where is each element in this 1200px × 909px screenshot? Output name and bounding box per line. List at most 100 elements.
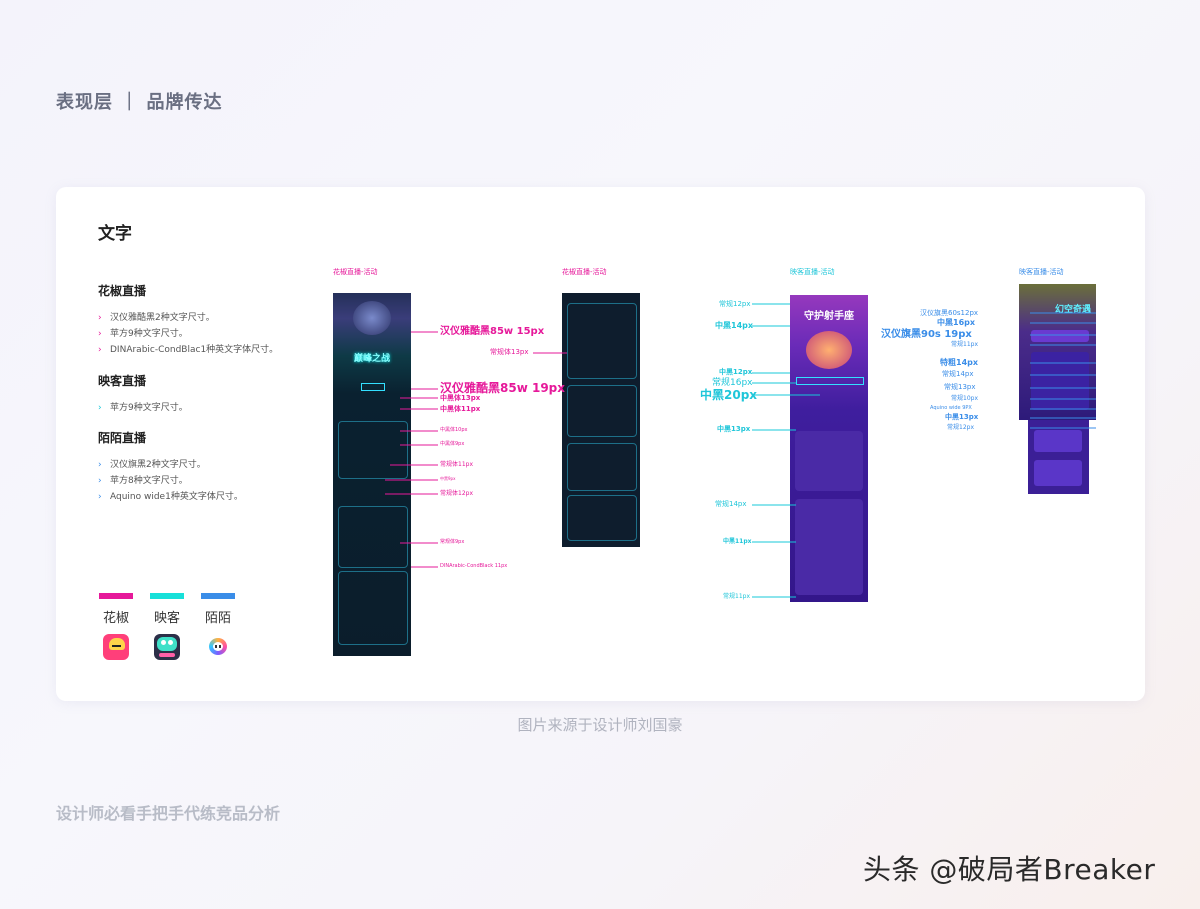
phone-screenshot-yingke-1: 守护射手座 — [790, 281, 868, 602]
phone4-title: 幻空奇遇 — [1054, 305, 1091, 315]
list-item: ›Aquino wide1种英文字体尺寸。 — [98, 489, 243, 505]
watermark: 头条 @破局者Breaker — [863, 853, 1156, 886]
font-annotation: 中黑16px — [937, 318, 976, 327]
phone-screenshot-yingke-2-bottom — [1028, 420, 1089, 494]
screen-label: 映客直播-活动 — [1019, 268, 1064, 276]
panel — [795, 431, 863, 491]
panel — [795, 499, 863, 595]
font-annotation: 汉仪雅酷黑85w 19px — [440, 381, 565, 395]
panel — [567, 495, 637, 541]
panel — [338, 571, 408, 645]
font-annotation: 中黑14px — [715, 321, 754, 330]
phone-screenshot-huajiao-1: 巅峰之战 — [333, 281, 411, 656]
font-annotation: 常规14px — [942, 370, 974, 378]
font-annotation: 常规11px — [723, 593, 750, 600]
brand-block-momo: 陌陌直播 ›汉仪旗黑2种文字尺寸。 ›苹方8种文字尺寸。 ›Aquino wid… — [98, 429, 243, 505]
font-annotation: 中黑体10px — [440, 427, 468, 433]
status-bar — [562, 281, 640, 293]
font-annotation: 常规14px — [715, 500, 747, 508]
font-annotation: 常规体9px — [440, 539, 465, 545]
font-annotation: 常规12px — [719, 300, 751, 308]
font-annotation: 汉仪雅酷黑85w 15px — [440, 326, 545, 337]
panel — [1034, 460, 1082, 486]
font-annotation: 中黑12px — [719, 368, 753, 376]
brand-block-yingke: 映客直播 ›苹方9种文字尺寸。 — [98, 372, 188, 416]
phone-screenshot-yingke-2: 幻空奇遇 — [1019, 284, 1096, 420]
font-annotation: DINArabic-CondBlack 11px — [440, 563, 508, 569]
chevron-right-icon: › — [98, 403, 102, 413]
font-annotation: 常规12px — [947, 424, 974, 431]
brand-name: 花椒直播 — [98, 284, 147, 298]
phone1-title: 巅峰之战 — [353, 354, 390, 364]
status-bar — [790, 281, 868, 295]
screen-label: 花椒直播-活动 — [562, 268, 607, 276]
color-swatch — [99, 593, 133, 599]
panel — [567, 385, 637, 437]
footer-subtitle: 设计师必看手把手代练竞品分析 — [56, 804, 281, 823]
panel — [338, 421, 408, 479]
chevron-right-icon: › — [98, 345, 102, 355]
image-source-caption: 图片来源于设计师刘国豪 — [517, 716, 683, 734]
panel — [567, 303, 637, 379]
font-annotation: 中黑20px — [700, 388, 758, 402]
font-annotation: 常规16px — [712, 378, 753, 388]
legend-label: 映客 — [153, 611, 180, 626]
chevron-right-icon: › — [98, 492, 102, 502]
font-annotation: 常规11px — [951, 341, 978, 348]
chevron-right-icon: › — [98, 476, 102, 486]
panel — [1031, 330, 1089, 342]
status-bar — [333, 281, 411, 293]
font-annotation: 常规13px — [944, 383, 976, 391]
brand-block-huajiao: 花椒直播 ›汉仪雅酷黑2种文字尺寸。 ›苹方9种文字尺寸。 ›DINArabic… — [98, 282, 278, 358]
phone-screenshot-huajiao-2 — [562, 281, 640, 547]
font-annotation: 特粗14px — [940, 358, 979, 367]
panel — [567, 443, 637, 491]
list-item: ›苹方8种文字尺寸。 — [98, 473, 243, 489]
list-item: ›苹方9种文字尺寸。 — [98, 400, 188, 416]
font-annotation: 中黑体9px — [440, 441, 465, 447]
font-annotation: 常规体13px — [490, 348, 529, 356]
font-annotation: Aquino wide 9PX — [930, 405, 972, 411]
font-annotation: 汉仪旗黑90s 19px — [881, 329, 972, 340]
legend-yingke: 映客 — [147, 593, 187, 660]
list-item: ›DINArabic-CondBlac1种英文字体尺寸。 — [98, 342, 278, 358]
font-annotation: 中黑9px — [440, 476, 456, 481]
brand-name: 映客直播 — [98, 374, 147, 388]
planet-graphic — [806, 331, 852, 369]
screen-label: 花椒直播-活动 — [333, 268, 378, 276]
legend-label: 花椒 — [102, 611, 129, 626]
color-swatch — [150, 593, 184, 599]
panel — [338, 506, 408, 568]
chevron-right-icon: › — [98, 313, 102, 323]
font-annotation: 中黑体11px — [440, 405, 481, 413]
tab-pill — [361, 383, 385, 391]
font-annotation: 常规体11px — [440, 461, 473, 468]
chevron-right-icon: › — [98, 460, 102, 470]
font-annotation: 中黑11px — [723, 538, 752, 545]
huajiao-app-icon — [103, 634, 129, 660]
phone3-title: 守护射手座 — [804, 311, 854, 322]
list-item: ›苹方9种文字尺寸。 — [98, 326, 278, 342]
font-annotation: 中黑13px — [717, 425, 751, 433]
brand-name: 陌陌直播 — [98, 431, 147, 445]
legend-momo: 陌陌 — [198, 593, 238, 660]
chevron-right-icon: › — [98, 329, 102, 339]
yingke-app-icon — [154, 634, 180, 660]
font-annotation: 中黑13px — [945, 413, 979, 421]
section-title: 文字 — [98, 224, 132, 244]
screen-label: 映客直播-活动 — [790, 268, 835, 276]
list-item: ›汉仪雅酷黑2种文字尺寸。 — [98, 310, 278, 326]
panel — [1034, 430, 1082, 452]
font-annotation: 常规10px — [951, 395, 978, 402]
color-swatch — [201, 593, 235, 599]
font-annotation: 汉仪旗黑60s12px — [920, 309, 979, 317]
hero-figure — [353, 301, 391, 335]
momo-app-icon — [205, 634, 231, 660]
list-item: ›汉仪旗黑2种文字尺寸。 — [98, 457, 243, 473]
legend-label: 陌陌 — [204, 611, 231, 626]
page-header-title: 表现层 ｜ 品牌传达 — [56, 92, 223, 113]
panel — [1031, 352, 1089, 410]
font-annotation: 常规体12px — [440, 490, 473, 497]
banner-box — [796, 377, 864, 385]
